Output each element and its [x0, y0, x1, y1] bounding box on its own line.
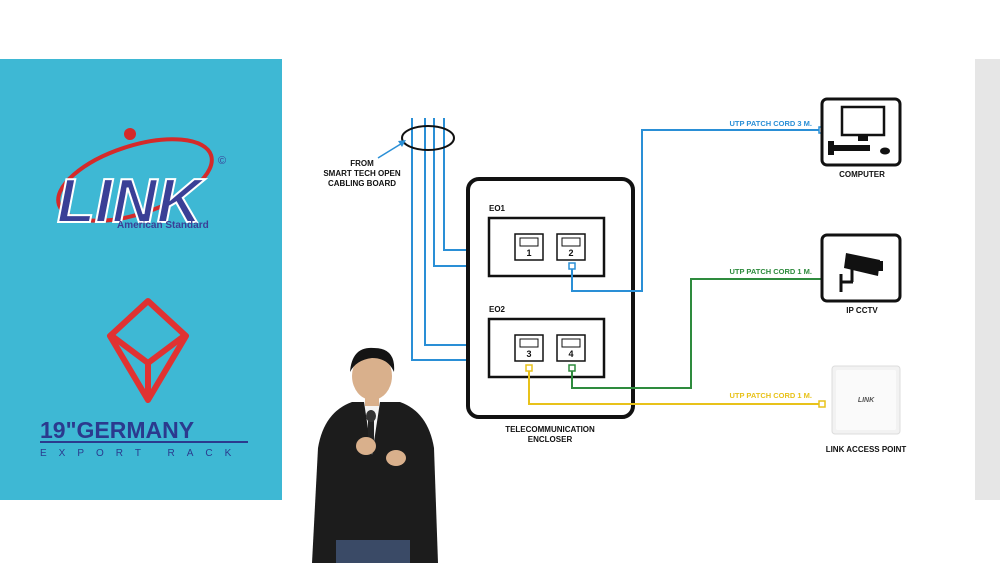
eo2-faceplate: [487, 317, 606, 379]
germany-logo-subtext: EXPORT RACK: [40, 448, 243, 459]
link-logo-text: LINK: [57, 167, 206, 236]
cctv-label: IP CCTV: [846, 306, 878, 315]
cube-icon: [107, 298, 189, 403]
svg-text:TELECOMMUNICATION: TELECOMMUNICATION: [505, 425, 595, 434]
eo2-label: EO2: [489, 305, 506, 314]
source-label: FROM SMART TECH OPEN CABLING BOARD: [323, 159, 401, 188]
cable-bundle-marker: [401, 125, 455, 151]
link-logo-subtext: American Standard: [117, 220, 209, 231]
computer-device: [820, 97, 902, 167]
germany-logo: 19"GERMANY EXPORT RACK: [40, 298, 248, 459]
link-logo: LINK © American Standard: [56, 128, 226, 237]
svg-text:2: 2: [568, 248, 573, 258]
svg-text:©: ©: [218, 155, 226, 167]
port-3: 3: [514, 334, 544, 362]
svg-text:1: 1: [526, 248, 531, 258]
access-point-label: LINK ACCESS POINT: [826, 445, 907, 454]
cord-label-ap: UTP PATCH CORD 1 M.: [729, 391, 812, 400]
cctv-camera-icon: [839, 253, 883, 292]
svg-text:3: 3: [526, 349, 531, 359]
eo1-faceplate: [487, 216, 606, 278]
brand-panel: [0, 59, 282, 500]
port-4: 4: [556, 334, 586, 362]
svg-text:FROM: FROM: [350, 159, 374, 168]
svg-text:ENCLOSER: ENCLOSER: [528, 435, 573, 444]
port-2: 2: [556, 233, 586, 261]
computer-label: COMPUTER: [839, 170, 885, 179]
right-side-panel: [975, 59, 1000, 500]
eo1-label: EO1: [489, 204, 506, 213]
cord-label-cctv: UTP PATCH CORD 1 M.: [729, 267, 812, 276]
ap-logo-text: LINK: [858, 397, 875, 404]
telecom-enclosure: [466, 177, 635, 419]
source-arrow-icon: [377, 140, 406, 159]
presenter-figure: [312, 347, 438, 563]
svg-text:4: 4: [568, 349, 573, 359]
port-1: 1: [514, 233, 544, 261]
germany-logo-text: 19"GERMANY: [40, 417, 194, 443]
cord-label-computer: UTP PATCH CORD 3 M.: [729, 119, 812, 128]
patch-cord-ap: [525, 364, 826, 408]
cctv-device: [820, 233, 902, 303]
enclosure-label: TELECOMMUNICATION ENCLOSER: [505, 425, 595, 444]
logo-dot-icon: [124, 128, 136, 140]
access-point-device: LINK: [831, 365, 901, 435]
computer-icon: [828, 105, 890, 155]
svg-text:CABLING BOARD: CABLING BOARD: [328, 179, 396, 188]
svg-text:SMART TECH OPEN: SMART TECH OPEN: [323, 169, 401, 178]
